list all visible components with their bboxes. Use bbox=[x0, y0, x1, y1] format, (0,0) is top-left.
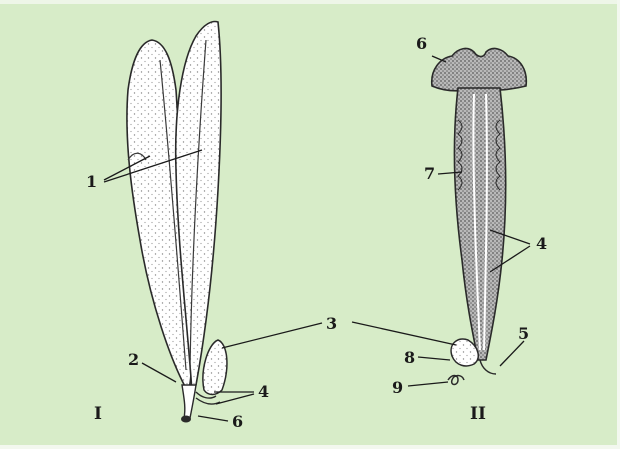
label-4-right: 4 bbox=[536, 236, 547, 252]
flower-stalk bbox=[182, 385, 196, 418]
label-5: 5 bbox=[518, 326, 529, 342]
caption-i: I bbox=[94, 406, 102, 423]
stigma-cap bbox=[432, 49, 527, 91]
label-9: 9 bbox=[392, 380, 403, 396]
label-1: 1 bbox=[86, 174, 97, 190]
label-2: 2 bbox=[128, 352, 139, 368]
flower-i bbox=[127, 22, 227, 423]
label-3: 3 bbox=[326, 316, 337, 332]
flower-ii bbox=[432, 49, 527, 385]
caption-ii: II bbox=[470, 406, 486, 423]
label-4-left: 4 bbox=[258, 384, 269, 400]
flower-base bbox=[181, 416, 191, 423]
label-7: 7 bbox=[424, 166, 435, 182]
label-6-right: 6 bbox=[416, 36, 427, 52]
elongated-body bbox=[455, 88, 506, 360]
curly-filament-9 bbox=[448, 376, 464, 385]
label-6-left: 6 bbox=[232, 414, 243, 430]
label-8: 8 bbox=[404, 350, 415, 366]
